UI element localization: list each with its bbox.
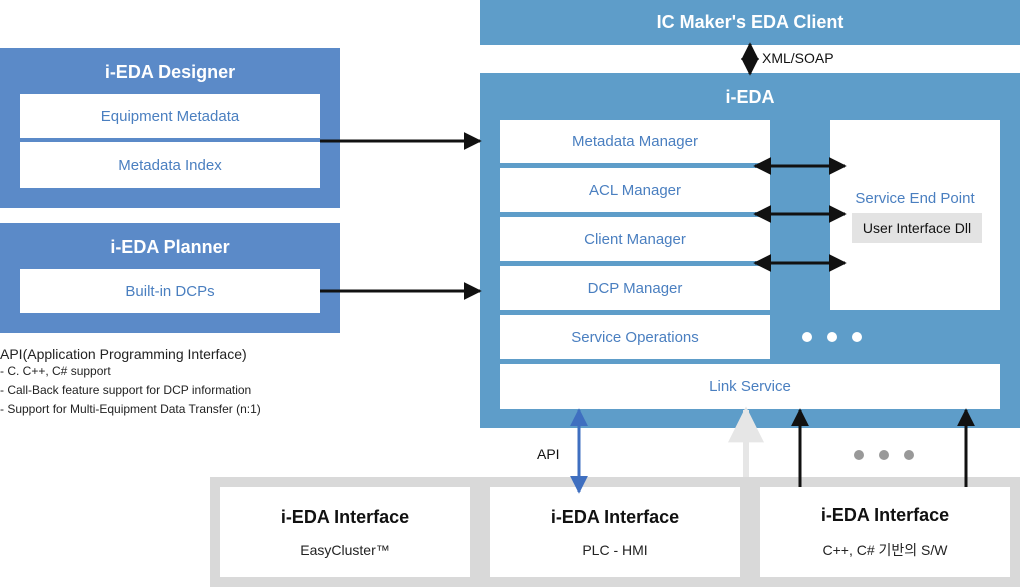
- built-in-dcps-box: Built-in DCPs: [20, 269, 320, 313]
- service-endpoint-box: Service End Point User Interface Dll: [830, 120, 1000, 310]
- equipment-metadata-box: Equipment Metadata: [20, 94, 320, 138]
- interface-box-plc-hmi: i-EDA Interface PLC - HMI: [490, 487, 740, 577]
- service-endpoint-label: Service End Point: [855, 190, 975, 207]
- api-note-item: - Call-Back feature support for DCP info…: [0, 383, 252, 397]
- eda-client-title: IC Maker's EDA Client: [656, 12, 844, 32]
- api-label: API: [537, 446, 560, 462]
- ellipsis-dot: [854, 450, 864, 460]
- eda-client-panel: IC Maker's EDA Client: [480, 0, 1020, 45]
- i-eda-title: i-EDA: [725, 86, 775, 107]
- link-service-box: Link Service: [500, 364, 1000, 409]
- designer-panel: i-EDA Designer Equipment Metadata Metada…: [0, 48, 340, 208]
- xml-soap-label: XML/SOAP: [762, 50, 834, 66]
- interface-subtitle: PLC - HMI: [582, 541, 648, 558]
- ellipsis-dot: [802, 332, 812, 342]
- client-manager-box: Client Manager: [500, 217, 770, 261]
- interface-box-sw: i-EDA Interface C++, C# 기반의 S/W: [760, 487, 1010, 577]
- api-notes-heading: API(Application Programming Interface): [0, 346, 247, 362]
- planner-title: i-EDA Planner: [110, 236, 230, 257]
- ellipsis-dot: [827, 332, 837, 342]
- designer-title: i-EDA Designer: [104, 61, 236, 82]
- api-notes: API(Application Programming Interface) -…: [0, 346, 330, 419]
- interface-subtitle: EasyCluster™: [300, 541, 390, 558]
- interface-title: i-EDA Interface: [550, 506, 680, 527]
- interface-title: i-EDA Interface: [820, 504, 950, 525]
- api-note-item: - C. C++, C# support: [0, 364, 111, 378]
- ellipsis-dot: [879, 450, 889, 460]
- api-note-item: - Support for Multi-Equipment Data Trans…: [0, 402, 261, 416]
- metadata-manager-box: Metadata Manager: [500, 120, 770, 163]
- interface-box-easycluster: i-EDA Interface EasyCluster™: [220, 487, 470, 577]
- ellipsis-dot: [852, 332, 862, 342]
- service-operations-box: Service Operations: [500, 315, 770, 359]
- ellipsis-dot: [904, 450, 914, 460]
- planner-panel: i-EDA Planner Built-in DCPs: [0, 223, 340, 333]
- interface-title: i-EDA Interface: [280, 506, 410, 527]
- metadata-index-box: Metadata Index: [20, 142, 320, 188]
- dcp-manager-box: DCP Manager: [500, 266, 770, 310]
- acl-manager-box: ACL Manager: [500, 168, 770, 212]
- interface-subtitle: C++, C# 기반의 S/W: [822, 541, 948, 558]
- user-interface-dll-box: User Interface Dll: [852, 213, 982, 243]
